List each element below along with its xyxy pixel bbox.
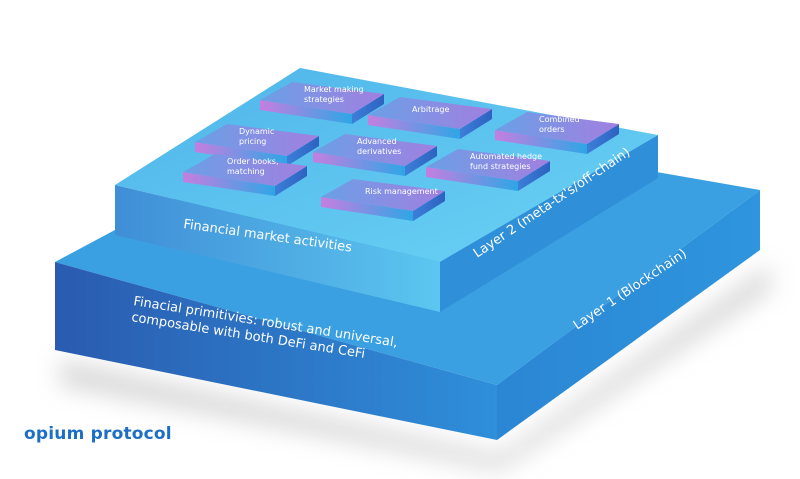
tile: Arbitrage <box>368 97 492 139</box>
tile-side <box>275 166 307 196</box>
tile-label: orders <box>539 125 565 134</box>
tile: Risk management <box>321 179 445 221</box>
tile-side <box>405 146 437 176</box>
tile-label: pricing <box>239 137 266 146</box>
tile-side <box>352 94 384 124</box>
tile-label: matching <box>227 167 265 176</box>
tile-front <box>195 142 287 166</box>
drop-shadow <box>60 265 770 470</box>
layer-2-right <box>440 135 658 312</box>
layer-1-front <box>55 262 497 440</box>
layer-2-front <box>115 185 440 312</box>
tile-top <box>426 149 550 181</box>
tile-side <box>587 124 619 154</box>
tile-side <box>413 191 445 221</box>
tile: Order books,matching <box>183 154 307 196</box>
tile-label: derivatives <box>357 147 401 156</box>
tile-label: Automated hedge <box>470 152 542 161</box>
tile-side <box>287 136 319 166</box>
tile-top <box>183 154 307 186</box>
tile-front <box>321 197 413 221</box>
tile-front <box>260 100 352 124</box>
tile-side <box>518 161 550 191</box>
tile-group: Market makingstrategiesArbitrageCombined… <box>183 82 619 221</box>
tile-front <box>313 152 405 176</box>
tile-front <box>495 130 587 154</box>
tile-label: Combined <box>539 115 580 124</box>
tile-front <box>368 115 460 139</box>
tile-top <box>195 124 319 156</box>
tile-front <box>183 172 275 196</box>
tile-side <box>460 109 492 139</box>
tile-label: fund strategies <box>470 162 531 171</box>
tile-top <box>368 97 492 129</box>
tile-label: Risk management <box>365 187 438 196</box>
opium-protocol-logo: opium protocol <box>24 424 172 444</box>
tile-top <box>495 112 619 144</box>
tile-label: Advanced <box>357 137 397 146</box>
tile-top <box>313 134 437 166</box>
layer-1-right <box>497 190 760 440</box>
tile-front <box>426 167 518 191</box>
tile-label: strategies <box>304 95 344 104</box>
tile-top <box>260 82 384 114</box>
tile-top <box>321 179 445 211</box>
tile-label: Order books, <box>227 157 279 166</box>
tile-label: Market making <box>304 85 364 94</box>
tile-label: Arbitrage <box>412 105 449 114</box>
tile-label: Dynamic <box>239 127 274 136</box>
